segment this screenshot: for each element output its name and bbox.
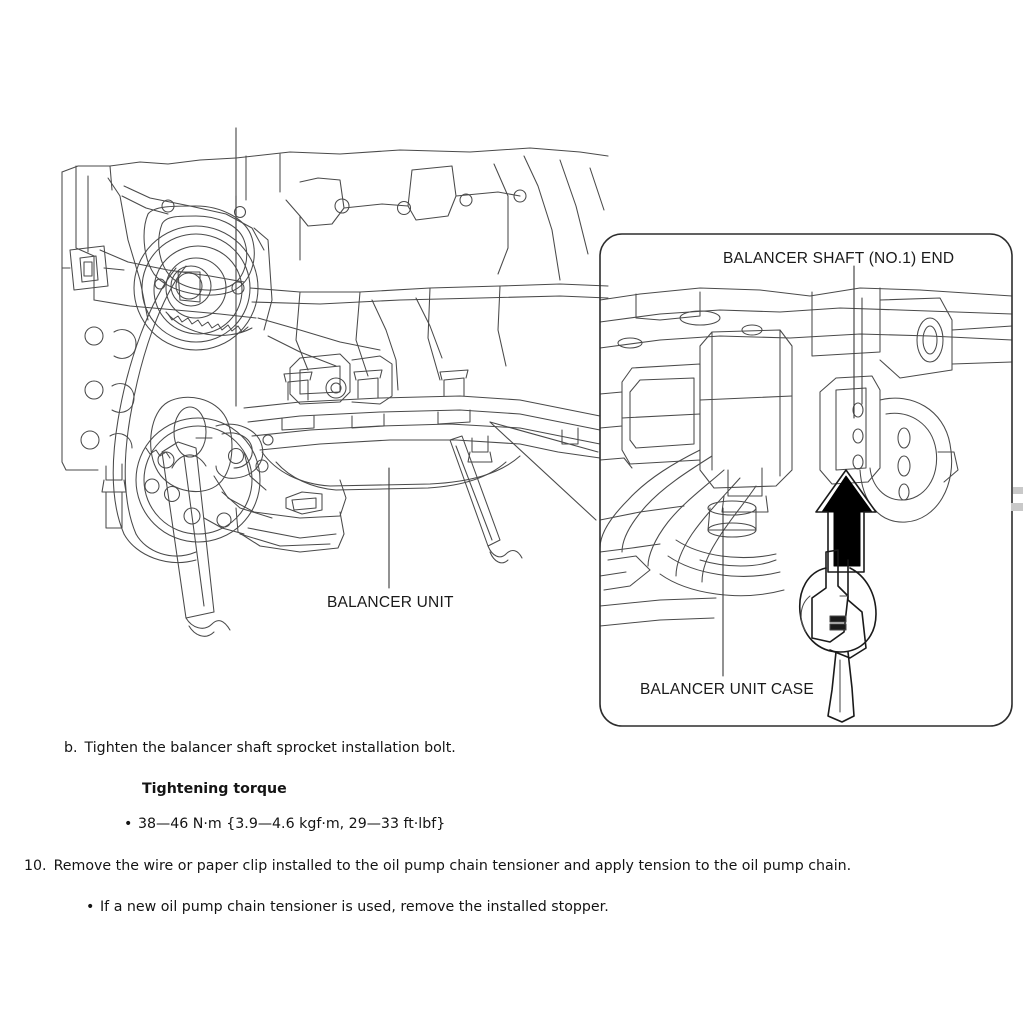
procedure-text-block: b. Tighten the balancer shaft sprocket i… xyxy=(0,735,1024,917)
step-10: 10. Remove the wire or paper clip instal… xyxy=(24,857,1024,876)
callout-wedge xyxy=(489,421,599,521)
torque-value-text: 38—46 N·m {3.9—4.6 kgf·m, 29—33 ft·lbf} xyxy=(138,816,446,833)
label-balancer-unit: BALANCER UNIT xyxy=(327,594,454,611)
page-edge-artifact xyxy=(1013,487,1023,494)
step-10-marker: 10. xyxy=(24,857,47,874)
step-10-note-text: If a new oil pump chain tensioner is use… xyxy=(100,898,609,915)
label-balancer-shaft-no1-end: BALANCER SHAFT (NO.1) END xyxy=(723,250,955,267)
step-b-marker: b. xyxy=(64,740,78,756)
step-10-text: Remove the wire or paper clip installed … xyxy=(53,857,852,874)
tightening-torque-heading: Tightening torque xyxy=(142,781,287,798)
step-b: b. Tighten the balancer shaft sprocket i… xyxy=(64,739,1024,758)
torque-value-item: • 38—46 N·m {3.9—4.6 kgf·m, 29—33 ft·lbf… xyxy=(124,815,1024,834)
engine-block-illustration xyxy=(61,127,609,637)
bullet-icon: • xyxy=(124,816,133,833)
direction-arrow-icon xyxy=(815,469,877,573)
bullet-icon: • xyxy=(86,898,95,915)
step-10-note: • If a new oil pump chain tensioner is u… xyxy=(86,898,1024,917)
page-edge-artifact xyxy=(1011,503,1023,511)
inset-detail-illustration xyxy=(600,265,1012,677)
label-balancer-unit-case: BALANCER UNIT CASE xyxy=(640,681,814,698)
technical-figure: BALANCER UNIT BALANCER SHAFT (NO.1) END … xyxy=(61,127,1013,727)
step-b-text: Tighten the balancer shaft sprocket inst… xyxy=(84,740,456,756)
wrench-tool xyxy=(799,549,877,723)
inset-detail-border xyxy=(599,233,1013,727)
